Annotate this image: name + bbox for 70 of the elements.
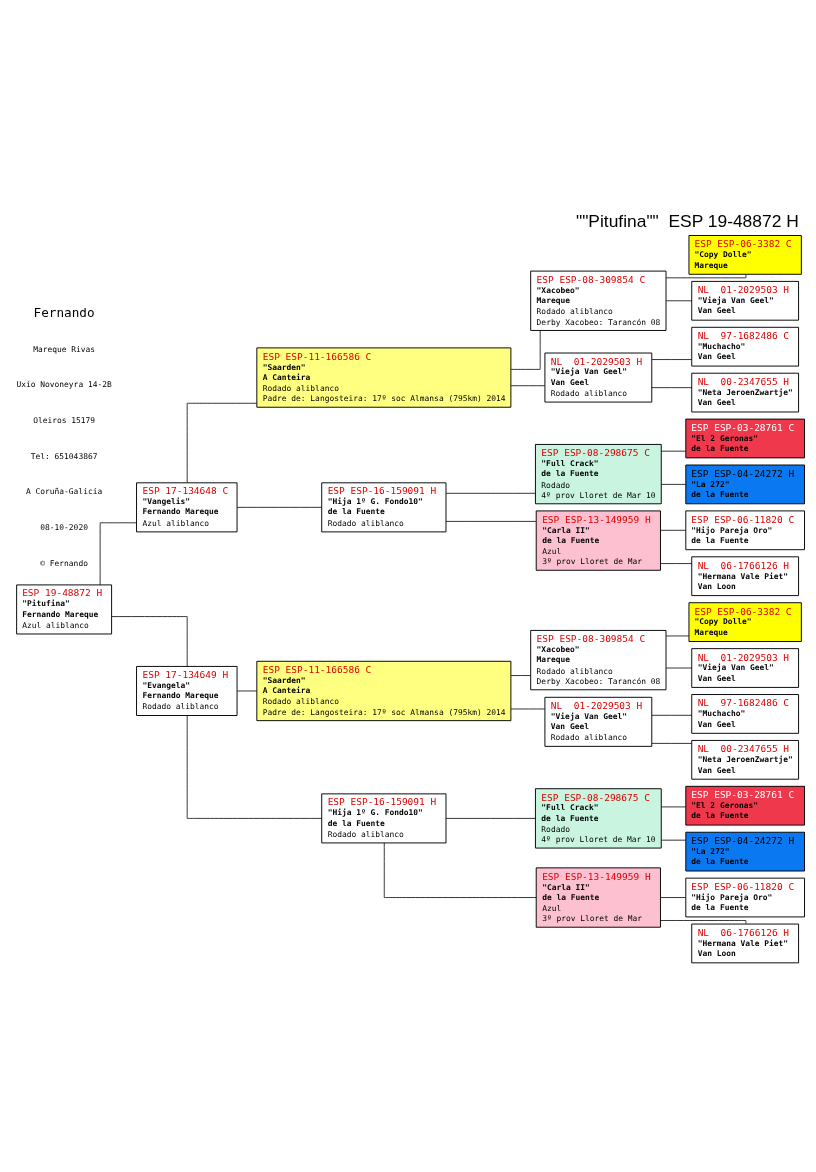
connector (186, 714, 323, 819)
connector (186, 402, 258, 483)
connector (660, 529, 686, 531)
connector (665, 635, 690, 636)
node-box: NL 97-1682486 C "Muchacho" Van Geel (691, 693, 800, 734)
node-box: NL 06-1766126 H "Hermana Vale Piet" Van Loon (691, 923, 800, 963)
connector (510, 329, 541, 370)
connector (651, 358, 693, 360)
node-box: ESP ESP-06-11820 C "Hijo Pareja Oro" de la Fuente (685, 509, 805, 550)
label: Uxío Novoneyra 14-2B (16, 379, 112, 389)
connector (660, 896, 686, 898)
node-box: NL 97-1682486 C "Muchacho" Van Geel (691, 326, 800, 367)
connector (651, 714, 693, 716)
connector (236, 506, 322, 508)
connector (660, 919, 747, 924)
connector (665, 667, 693, 668)
node-box: ESP ESP-06-3382 C "Copy Dolle" Mareque (688, 601, 802, 642)
node-box: NL 01-2029503 H "Vieja Van Geel" Van Geel (691, 647, 800, 688)
node-box: ESP 17-134648 C "Vangelis" Fernando Mareque Azul aliblanco (136, 481, 238, 532)
node-box: ESP ESP-03-28761 C "El 2 Geronas" de la Fuente (685, 785, 805, 826)
node-box: ESP ESP-08-298675 C "Full Crack" de la Fuente Rodado 4º prov Lloret de Mar 10 (534, 787, 662, 849)
label: Tel: 651043867 (30, 451, 98, 461)
node-box: NL 00-2347655 H "Neta JeroenZwartje" Van Geel (691, 739, 800, 780)
label: Mareque Rivas (33, 344, 96, 354)
node-box: ESP ESP-06-3382 C "Copy Dolle" Mareque (688, 234, 802, 275)
connector (661, 483, 686, 485)
node-box: ESP ESP-04-24272 H "La 272" de la Fuente (685, 464, 805, 504)
connector (661, 839, 686, 841)
diagram-title: ""Pitufina"" ESP 19-48872 H (576, 210, 799, 231)
connector (651, 386, 693, 388)
connector (445, 520, 537, 522)
node-box: NL 01-2029503 H "Vieja Van Geel" Van Geel Rodado aliblanco (544, 352, 653, 403)
label: 08-10-2020 (40, 522, 88, 532)
node-box: NL 00-2347655 H "Neta JeroenZwartje" Van Geel (691, 372, 800, 412)
node-box: ESP ESP-08-309854 C "Xacobeo" Mareque Rodado aliblanco Derby Xacobeo: Tarancón 08 (530, 270, 667, 331)
connector (445, 817, 536, 819)
node-box: ESP 19-48872 H "Pitufina" Fernando Mareque Azul aliblanco (16, 583, 113, 634)
node-box: ESP ESP-13-149959 H "Carla II" de la Fuente Azul 3º prov Lloret de Mar (535, 866, 661, 928)
node-box: NL 01-2029503 H "Vieja Van Geel" Van Geel Rodado aliblanco (544, 696, 653, 747)
connector (661, 450, 686, 452)
node-box: ESP ESP-16-159091 H "Hija 1º G. Fondo10" de la Fuente Rodado aliblanco (321, 792, 447, 843)
connector (383, 842, 537, 898)
node-box: ESP ESP-11-166586 C "Saarden" A Canteira Rodado aliblanco Padre de: Langosteira: 17º soc Almansa (795km) 2014 (256, 660, 512, 721)
connector (651, 742, 693, 744)
node-box: ESP ESP-11-166586 C "Saarden" A Canteira Rodado aliblanco Padre de: Langosteira: 17º soc Almansa (795km) 2014 (256, 346, 512, 408)
connector (660, 562, 692, 564)
node-box: ESP ESP-06-11820 C "Hijo Pareja Oro" de la Fuente (685, 877, 805, 917)
connector (665, 299, 693, 301)
connector (99, 521, 137, 585)
label: A Coruña-Galicia (26, 486, 103, 496)
connector (236, 690, 257, 691)
node-box: ESP ESP-16-159091 H "Hija 1º G. Fondo10" de la Fuente Rodado aliblanco (321, 481, 447, 532)
connector (661, 806, 686, 807)
connector (665, 273, 747, 278)
connector (510, 384, 546, 386)
node-box: NL 01-2029503 H "Vieja Van Geel" Van Geel (691, 280, 800, 321)
node-box: ESP ESP-04-24272 H "La 272" de la Fuente (685, 831, 805, 871)
connector (111, 615, 188, 667)
node-box: ESP ESP-13-149959 H "Carla II" de la Fuente Azul 3º prov Lloret de Mar (535, 509, 661, 571)
label: Oleiros 15179 (33, 415, 96, 425)
connector (510, 674, 531, 676)
node-box: ESP ESP-08-298675 C "Full Crack" de la Fuente Rodado 4º prov Lloret de Mar 10 (534, 443, 662, 504)
label: Fernando (33, 304, 95, 320)
node-box: ESP ESP-08-309854 C "Xacobeo" Mareque Rodado aliblanco Derby Xacobeo: Tarancón 08 (530, 629, 667, 690)
connector (445, 492, 536, 494)
connector (510, 708, 546, 709)
node-box: NL 06-1766126 H "Hermana Vale Piet" Van Loon (691, 555, 800, 596)
node-box: ESP 17-134649 H "Evangela" Fernando Mareque Rodado aliblanco (136, 665, 238, 716)
node-box: ESP ESP-03-28761 C "El 2 Geronas" de la Fuente (685, 418, 805, 458)
label: © Fernando (40, 558, 88, 568)
